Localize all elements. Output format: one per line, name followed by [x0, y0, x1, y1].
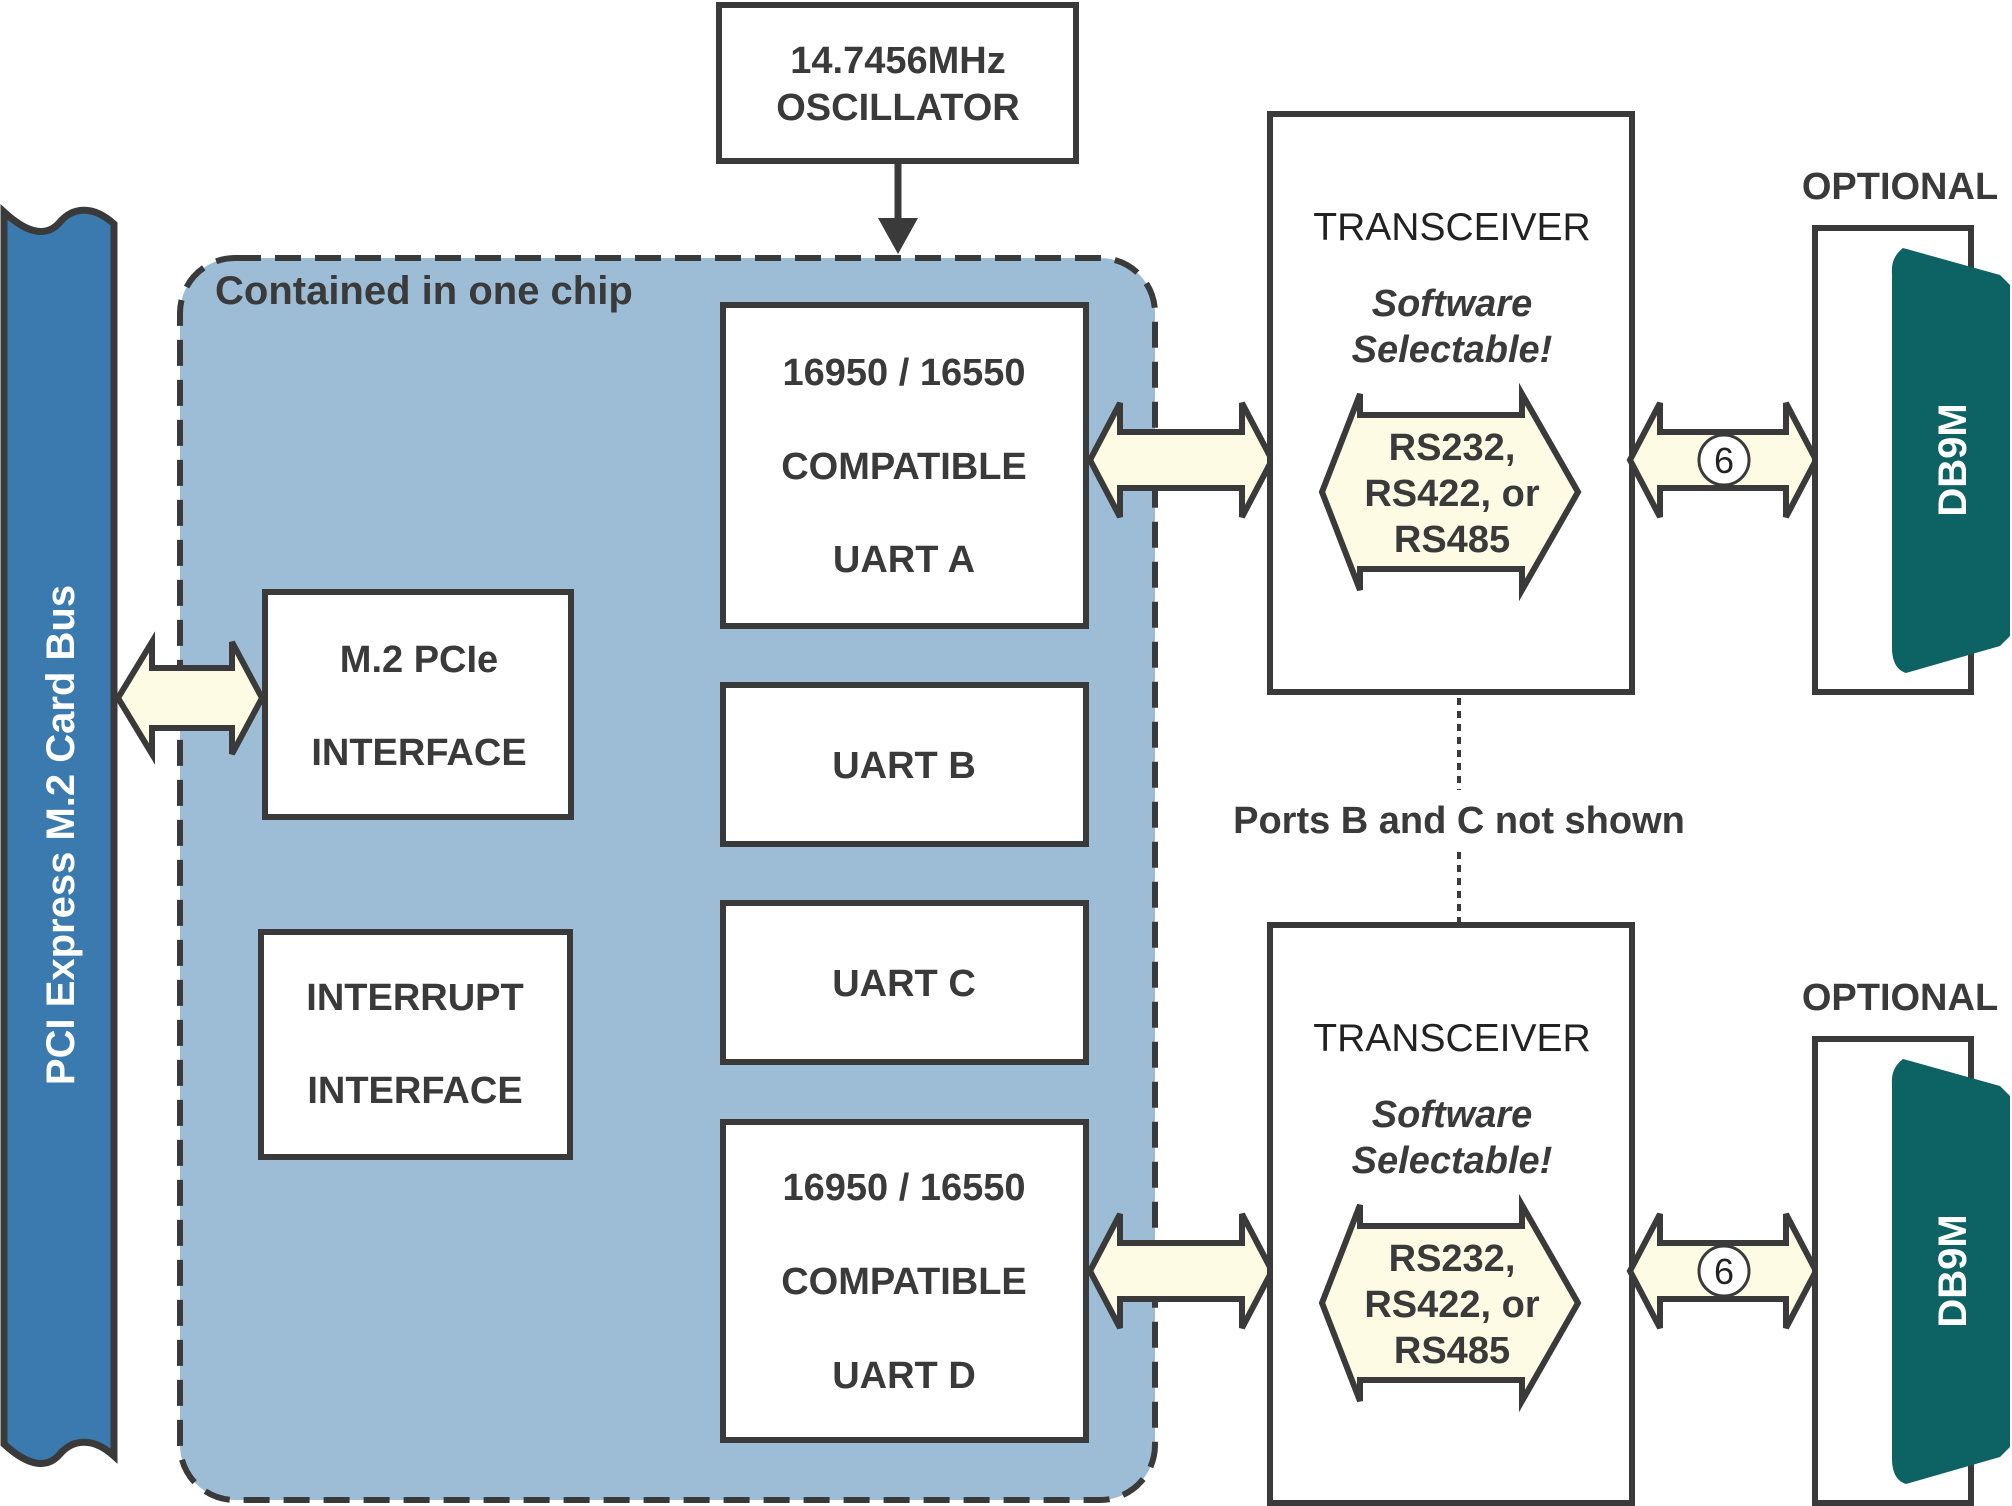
- m2-interface-line2: INTERFACE: [311, 732, 526, 774]
- interrupt-line2: INTERFACE: [307, 1070, 522, 1112]
- bus-label: PCI Express M.2 Card Bus: [39, 585, 83, 1085]
- line-count-1: 6: [1714, 440, 1734, 481]
- oscillator-box: [716, 2, 1079, 164]
- transceiver-2-mode2: RS422, or: [1364, 1284, 1540, 1326]
- transceiver-1-mode3: RS485: [1394, 519, 1510, 561]
- transceiver-2-mode3: RS485: [1394, 1330, 1510, 1372]
- db9m-label-1: DB9M: [1931, 403, 1975, 516]
- transceiver-1-mode2: RS422, or: [1364, 473, 1540, 515]
- transceiver-1-sel2: Selectable!: [1352, 329, 1553, 371]
- uart-b-label: UART B: [832, 745, 976, 787]
- db9m-connector-2: [1891, 1059, 2010, 1484]
- uart-d-box: [720, 1119, 1089, 1443]
- m2-interface-box: [262, 589, 574, 820]
- line-count-1-circle: [1697, 433, 1751, 487]
- uart-c-box: [720, 900, 1089, 1065]
- transceiver-1-box: [1267, 111, 1635, 695]
- transceiver-2-sel1: Software: [1372, 1094, 1532, 1136]
- ports-note: Ports B and C not shown: [1233, 800, 1685, 842]
- interrupt-line1: INTERRUPT: [306, 977, 523, 1019]
- pci-bus-bar: [0, 204, 118, 1467]
- optional-label-1: OPTIONAL: [1802, 166, 1998, 208]
- optional-label-2: OPTIONAL: [1802, 977, 1998, 1019]
- chip-label: Contained in one chip: [215, 269, 633, 313]
- uart-a-transceiver-arrow: [1086, 401, 1276, 519]
- transceiver-2-mode-arrow: [1318, 1193, 1582, 1413]
- uart-a-line1: 16950 / 16550: [782, 352, 1025, 394]
- oscillator-line1: 14.7456MHz: [790, 40, 1005, 82]
- db9m-label-2: DB9M: [1931, 1214, 1975, 1327]
- transceiver-2-sel2: Selectable!: [1352, 1140, 1553, 1182]
- transceiver-1-sel1: Software: [1372, 283, 1532, 325]
- transceiver-1-title: TRANSCEIVER: [1313, 206, 1590, 249]
- transceiver-1-mode-arrow: [1318, 382, 1582, 602]
- transceiver-2-mode1: RS232,: [1389, 1238, 1516, 1280]
- uart-c-label: UART C: [832, 963, 976, 1005]
- uart-a-line2: COMPATIBLE: [781, 446, 1027, 488]
- transceiver-1-mode1: RS232,: [1389, 427, 1516, 469]
- db9m-connector-1: [1891, 248, 2010, 673]
- oscillator-line2: OSCILLATOR: [776, 87, 1019, 129]
- line-count-2: 6: [1714, 1251, 1734, 1292]
- uart-d-transceiver-arrow: [1086, 1212, 1276, 1330]
- transceiver-2-title: TRANSCEIVER: [1313, 1017, 1590, 1060]
- transceiver-2-box: [1267, 922, 1635, 1506]
- uart-d-line2: COMPATIBLE: [781, 1261, 1027, 1303]
- bus-interface-arrow: [114, 631, 266, 765]
- uart-b-box: [720, 682, 1089, 847]
- interrupt-interface-box: [258, 929, 573, 1160]
- oscillator-arrowhead: [878, 218, 918, 254]
- line-count-2-circle: [1697, 1244, 1751, 1298]
- uart-d-line3: UART D: [832, 1355, 976, 1397]
- uart-a-line3: UART A: [833, 539, 975, 581]
- m2-interface-line1: M.2 PCIe: [340, 639, 498, 681]
- uart-d-line1: 16950 / 16550: [782, 1167, 1025, 1209]
- uart-a-box: [720, 302, 1089, 629]
